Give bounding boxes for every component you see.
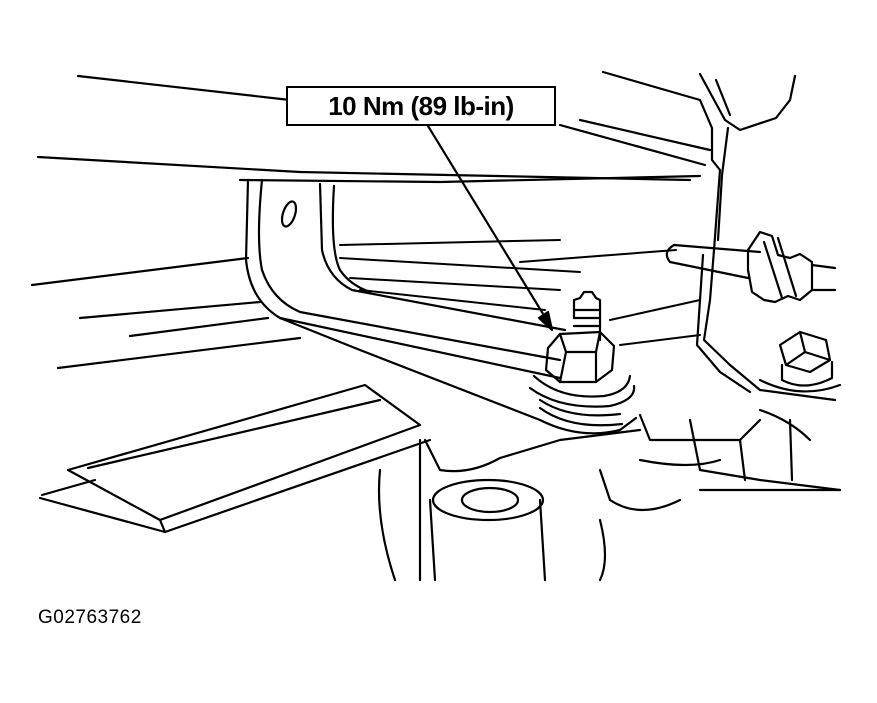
mounting-bracket	[246, 180, 636, 433]
torque-spec-callout: 10 Nm (89 lb-in)	[286, 86, 556, 126]
right-frame-structure	[603, 72, 835, 400]
background-rib-lines	[340, 240, 700, 345]
lower-housing	[379, 415, 760, 580]
lower-floor-pan	[32, 258, 430, 532]
right-bolt	[760, 332, 840, 391]
stud-nut-assembly	[530, 292, 634, 425]
figure-id-label: G02763762	[38, 607, 142, 628]
lower-right-structure	[640, 410, 840, 490]
hose-connector	[667, 232, 835, 302]
upper-body-panel-lines	[38, 76, 710, 182]
callout-leader-arrow	[428, 126, 552, 330]
